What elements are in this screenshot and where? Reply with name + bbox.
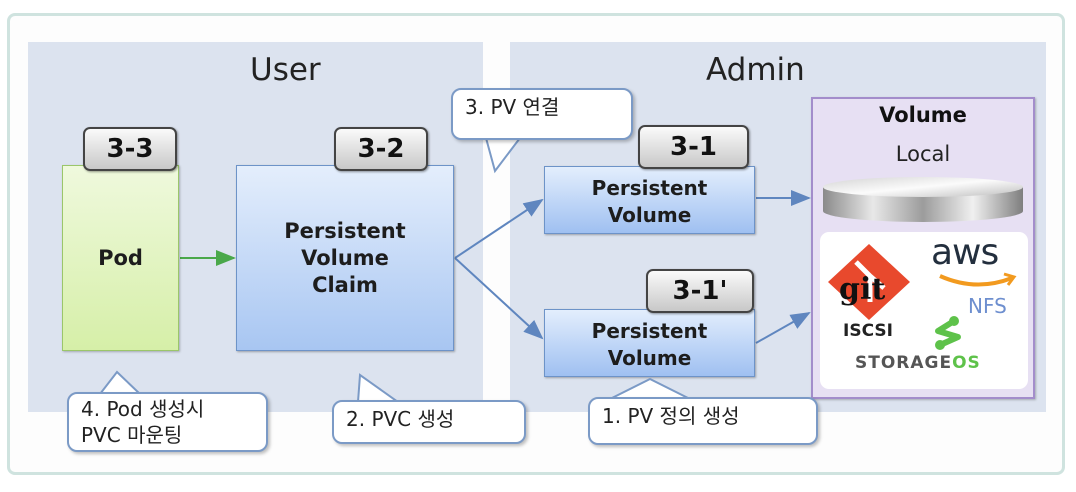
storageos-label: STORAGEOS — [855, 353, 981, 373]
callout-step1: 1. PV 정의 생성 — [588, 397, 818, 445]
aws-smile-icon — [939, 272, 1017, 287]
user-zone-title: User — [250, 52, 321, 88]
pv-label-line: Volume — [607, 346, 692, 370]
callout-step4-line1: 4. Pod 생성시 — [81, 397, 205, 421]
callout-pointer-step1 — [609, 377, 691, 400]
volume-panel: Volume Local git aws — [811, 97, 1035, 399]
storageos-label-main: STORAGE — [855, 353, 953, 373]
pv-label-line: Persistent — [591, 319, 708, 343]
storageos-label-os: OS — [952, 353, 981, 373]
callout-step4-line2: PVC 마운팅 — [81, 423, 183, 447]
git-logo-icon — [828, 244, 910, 320]
pv-node-2: Persistent Volume — [544, 309, 755, 377]
callout-step2-text: 2. PVC 생성 — [346, 407, 455, 431]
pvc-node: Persistent Volume Claim — [236, 165, 454, 351]
arrow-pvc-to-pv2 — [454, 257, 544, 340]
pvc-label-line: Persistent — [284, 218, 406, 243]
pv-node-1: Persistent Volume — [544, 166, 755, 234]
iscsi-label: ISCSI — [843, 321, 893, 341]
callout-step3: 3. PV 연결 — [451, 88, 633, 140]
storageos-logo-icon — [935, 316, 961, 350]
disk-icon — [823, 177, 1023, 222]
callout-pointer-step3 — [484, 137, 523, 174]
step-tag-3-1: 3-1 — [638, 125, 749, 169]
callout-step1-text: 1. PV 정의 생성 — [602, 404, 740, 428]
pvc-label-line: Claim — [312, 272, 378, 297]
aws-label: aws — [931, 232, 999, 273]
pv-label-line: Persistent — [591, 176, 708, 200]
nfs-label: NFS — [968, 294, 1007, 318]
volume-title: Volume — [879, 103, 967, 127]
arrow-pv2-to-volume — [755, 312, 811, 344]
pod-label: Pod — [98, 245, 143, 270]
callout-pointer-step4 — [97, 370, 143, 395]
storage-providers-logos: git aws NFS ISCSI STORAGEOS — [820, 232, 1028, 389]
volume-local-label: Local — [895, 142, 951, 166]
step-tag-3-3: 3-3 — [83, 127, 177, 171]
step-tag-3-2: 3-2 — [334, 127, 428, 171]
callout-pointer-step2 — [356, 373, 402, 403]
callout-step2: 2. PVC 생성 — [332, 400, 526, 444]
callout-step3-text: 3. PV 연결 — [465, 95, 560, 119]
step-tag-3-1-prime: 3-1' — [646, 269, 754, 313]
admin-zone-title: Admin — [706, 52, 805, 88]
pv-label-line: Volume — [607, 203, 692, 227]
git-label: git — [839, 272, 886, 307]
arrow-pvc-to-pv1 — [454, 198, 544, 259]
pvc-label-line: Volume — [301, 245, 389, 270]
callout-step4: 4. Pod 생성시 PVC 마운팅 — [67, 392, 268, 452]
